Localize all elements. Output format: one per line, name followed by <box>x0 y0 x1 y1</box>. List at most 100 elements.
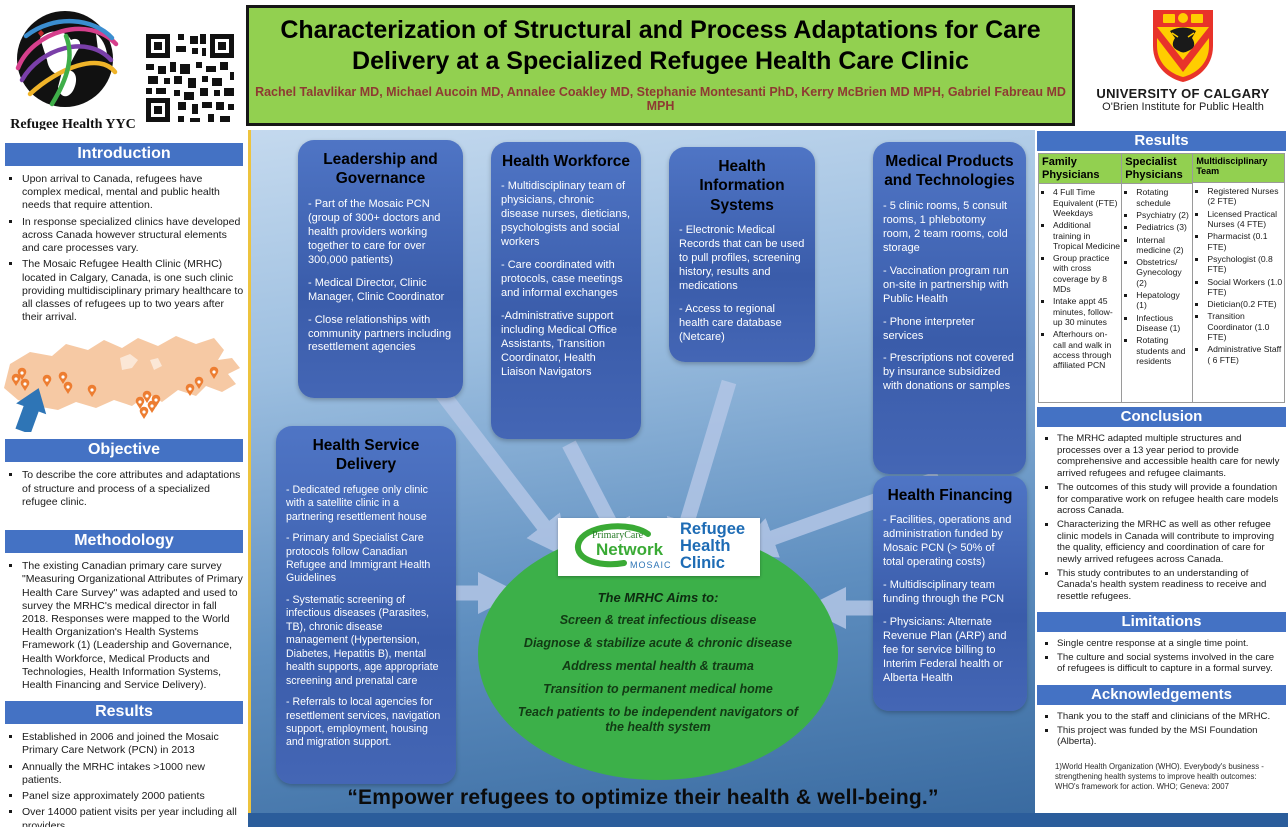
box-leadership-governance: Leadership and Governance - Part of the … <box>298 140 463 398</box>
box-text: - Physicians: Alternate Revenue Plan (AR… <box>883 616 1007 685</box>
bullet-item: This study contributes to an understandi… <box>1057 568 1284 603</box>
bullet-item: Characterizing the MRHC as well as other… <box>1057 519 1284 566</box>
box-text: - Electronic Medical Records that can be… <box>679 224 805 292</box>
aims-title: The MRHC Aims to: <box>597 590 719 605</box>
table-column-specialist-physicians: Specialist Physicians Rotating scheduleP… <box>1122 154 1194 402</box>
table-cell-item: Social Workers (1.0 FTE) <box>1207 277 1283 298</box>
table-cell-item: Dietician(0.2 FTE) <box>1207 299 1283 309</box>
university-logo-block: UNIVERSITY OF CALGARY O'Brien Institute … <box>1082 6 1284 126</box>
box-text: - Part of the Mosaic PCN (group of 300+ … <box>308 197 441 266</box>
bullet-item: Single centre response at a single time … <box>1057 638 1284 650</box>
uofc-crest-icon <box>1153 10 1213 82</box>
objective-list: To describe the core attributes and adap… <box>8 469 244 509</box>
results-left-list: Established in 2006 and joined the Mosai… <box>8 731 244 827</box>
box-text: - Vaccination program run on-site in par… <box>883 264 1009 305</box>
rhc-line: Health <box>680 536 731 555</box>
box-text: - Care coordinated with protocols, case … <box>501 259 623 300</box>
canada-map <box>0 330 248 437</box>
bullet-item: Thank you to the staff and clinicians of… <box>1057 711 1284 723</box>
clinic-logo: PrimaryCare Network MOSAIC Refugee Healt… <box>558 518 760 576</box>
box-title: Medical Products and Technologies <box>884 153 1015 190</box>
pcn-logo-text-1: PrimaryCare <box>592 530 644 541</box>
table-header: Multidisciplinary Team <box>1193 154 1284 183</box>
right-column: Results Family Physicians 4 Full Time Eq… <box>1035 130 1288 827</box>
bottom-strip <box>248 813 1288 827</box>
bottom-quote: “Empower refugees to optimize their heal… <box>347 786 939 809</box>
section-header-conclusion: Conclusion <box>1037 407 1286 427</box>
table-cell-item: Psychiatry (2) <box>1136 210 1191 220</box>
table-cell-item: Afterhours on-call and walk in access th… <box>1053 329 1120 370</box>
table-cell-item: Internal medicine (2) <box>1136 235 1191 256</box>
table-cell-item: Obstetrics/ Gynecology (2) <box>1136 257 1191 288</box>
canada-map-graphic <box>4 336 240 435</box>
table-cell-item: Registered Nurses (2 FTE) <box>1207 186 1283 207</box>
box-text: -Administrative support including Medica… <box>501 310 617 378</box>
box-title: Health Workforce <box>501 153 631 170</box>
pcn-logo-text-2: Network <box>596 540 664 559</box>
box-text: - Facilities, operations and administrat… <box>883 514 1012 569</box>
bullet-item: To describe the core attributes and adap… <box>22 469 244 509</box>
table-cell-item: Hepatology (1) <box>1136 290 1191 311</box>
box-health-information-systems: Health Information Systems - Electronic … <box>669 147 815 362</box>
table-cell-item: Group practice with cross coverage by 8 … <box>1053 253 1120 294</box>
logo-caption: Refugee Health YYC <box>10 117 136 132</box>
box-text: - Phone interpreter services <box>883 315 975 342</box>
box-text: - 5 clinic rooms, 5 consult rooms, 1 phl… <box>883 199 1008 254</box>
bullet-item: The Mosaic Refugee Health Clinic (MRHC) … <box>22 258 244 324</box>
table-column-multidisciplinary-team: Multidisciplinary Team Registered Nurses… <box>1193 154 1284 402</box>
box-text: - Primary and Specialist Care protocols … <box>286 532 431 585</box>
box-title: Health Financing <box>887 487 1013 504</box>
box-text: - Referrals to local agencies for resett… <box>286 696 441 749</box>
table-header: Family Physicians <box>1039 154 1122 185</box>
bullet-item: Panel size approximately 2000 patients <box>22 790 244 803</box>
results-table: Family Physicians 4 Full Time Equivalent… <box>1038 153 1285 403</box>
bullet-item: In response specialized clinics have dev… <box>22 216 244 256</box>
authors: Rachel Talavlikar MD, Michael Aucoin MD,… <box>255 84 1066 113</box>
institute-name: O'Brien Institute for Public Health <box>1102 101 1264 113</box>
aim-item: Screen & treat infectious disease <box>559 613 757 627</box>
bullet-item: The existing Canadian primary care surve… <box>22 560 244 692</box>
table-cell-item: Pharmacist (0.1 FTE) <box>1207 231 1283 252</box>
section-header-objective: Objective <box>5 439 243 463</box>
box-text: - Systematic screening of infectious dis… <box>286 593 439 687</box>
conclusion-list: The MRHC adapted multiple structures and… <box>1043 433 1284 603</box>
qr-code-icon <box>144 32 236 124</box>
table-header: Specialist Physicians <box>1122 154 1193 185</box>
box-health-financing: Health Financing - Facilities, operation… <box>873 476 1027 711</box>
section-header-results-left: Results <box>5 701 243 725</box>
rhc-line: Refugee <box>680 520 746 538</box>
table-cell-item: Transition Coordinator (1.0 FTE) <box>1207 311 1283 342</box>
box-text: - Dedicated refugee only clinic with a s… <box>286 483 428 523</box>
box-text: - Close relationships with community par… <box>308 313 452 354</box>
section-header-results-right: Results <box>1037 131 1286 151</box>
bullet-item: Upon arrival to Canada, refugees have co… <box>22 173 244 213</box>
table-column-family-physicians: Family Physicians 4 Full Time Equivalent… <box>1039 154 1123 402</box>
table-cell-item: Licensed Practical Nurses (4 FTE) <box>1207 209 1283 230</box>
table-cell-item: Additional training in Tropical Medicine <box>1053 220 1120 251</box>
aim-item: Diagnose & stabilize acute & chronic dis… <box>523 636 793 650</box>
box-title: Leadership and Governance <box>323 151 438 188</box>
table-cell-item: Intake appt 45 minutes, follow-up 30 min… <box>1053 296 1120 327</box>
box-medical-products-technologies: Medical Products and Technologies - 5 cl… <box>873 142 1026 474</box>
table-cell-item: Pediatrics (3) <box>1136 222 1191 232</box>
introduction-list: Upon arrival to Canada, refugees have co… <box>8 173 244 324</box>
refugee-health-yyc-logo-block: Refugee Health YYC <box>6 4 246 132</box>
box-health-service-delivery: Health Service Delivery - Dedicated refu… <box>276 426 456 784</box>
methodology-list: The existing Canadian primary care surve… <box>8 560 244 692</box>
bullet-item: The MRHC adapted multiple structures and… <box>1057 433 1284 480</box>
title-banner: Characterization of Structural and Proce… <box>246 5 1075 126</box>
left-column: Introduction Upon arrival to Canada, ref… <box>0 130 248 827</box>
box-title: Health Service Delivery <box>312 437 420 474</box>
section-header-acknowledgements: Acknowledgements <box>1037 684 1286 705</box>
section-header-introduction: Introduction <box>5 143 243 166</box>
bullet-item: This project was funded by the MSI Found… <box>1057 725 1284 748</box>
university-name: UNIVERSITY OF CALGARY <box>1096 86 1270 101</box>
table-cell-item: 4 Full Time Equivalent (FTE) Weekdays <box>1053 187 1120 218</box>
box-health-workforce: Health Workforce - Multidisciplinary tea… <box>491 142 641 439</box>
table-cell-item: Infectious Disease (1) <box>1136 313 1191 334</box>
aim-item: Address mental health & trauma <box>562 659 754 673</box>
limitations-list: Single centre response at a single time … <box>1043 638 1284 675</box>
box-text: - Multidisciplinary team funding through… <box>883 579 1005 606</box>
rhc-line: Clinic <box>680 553 725 572</box>
